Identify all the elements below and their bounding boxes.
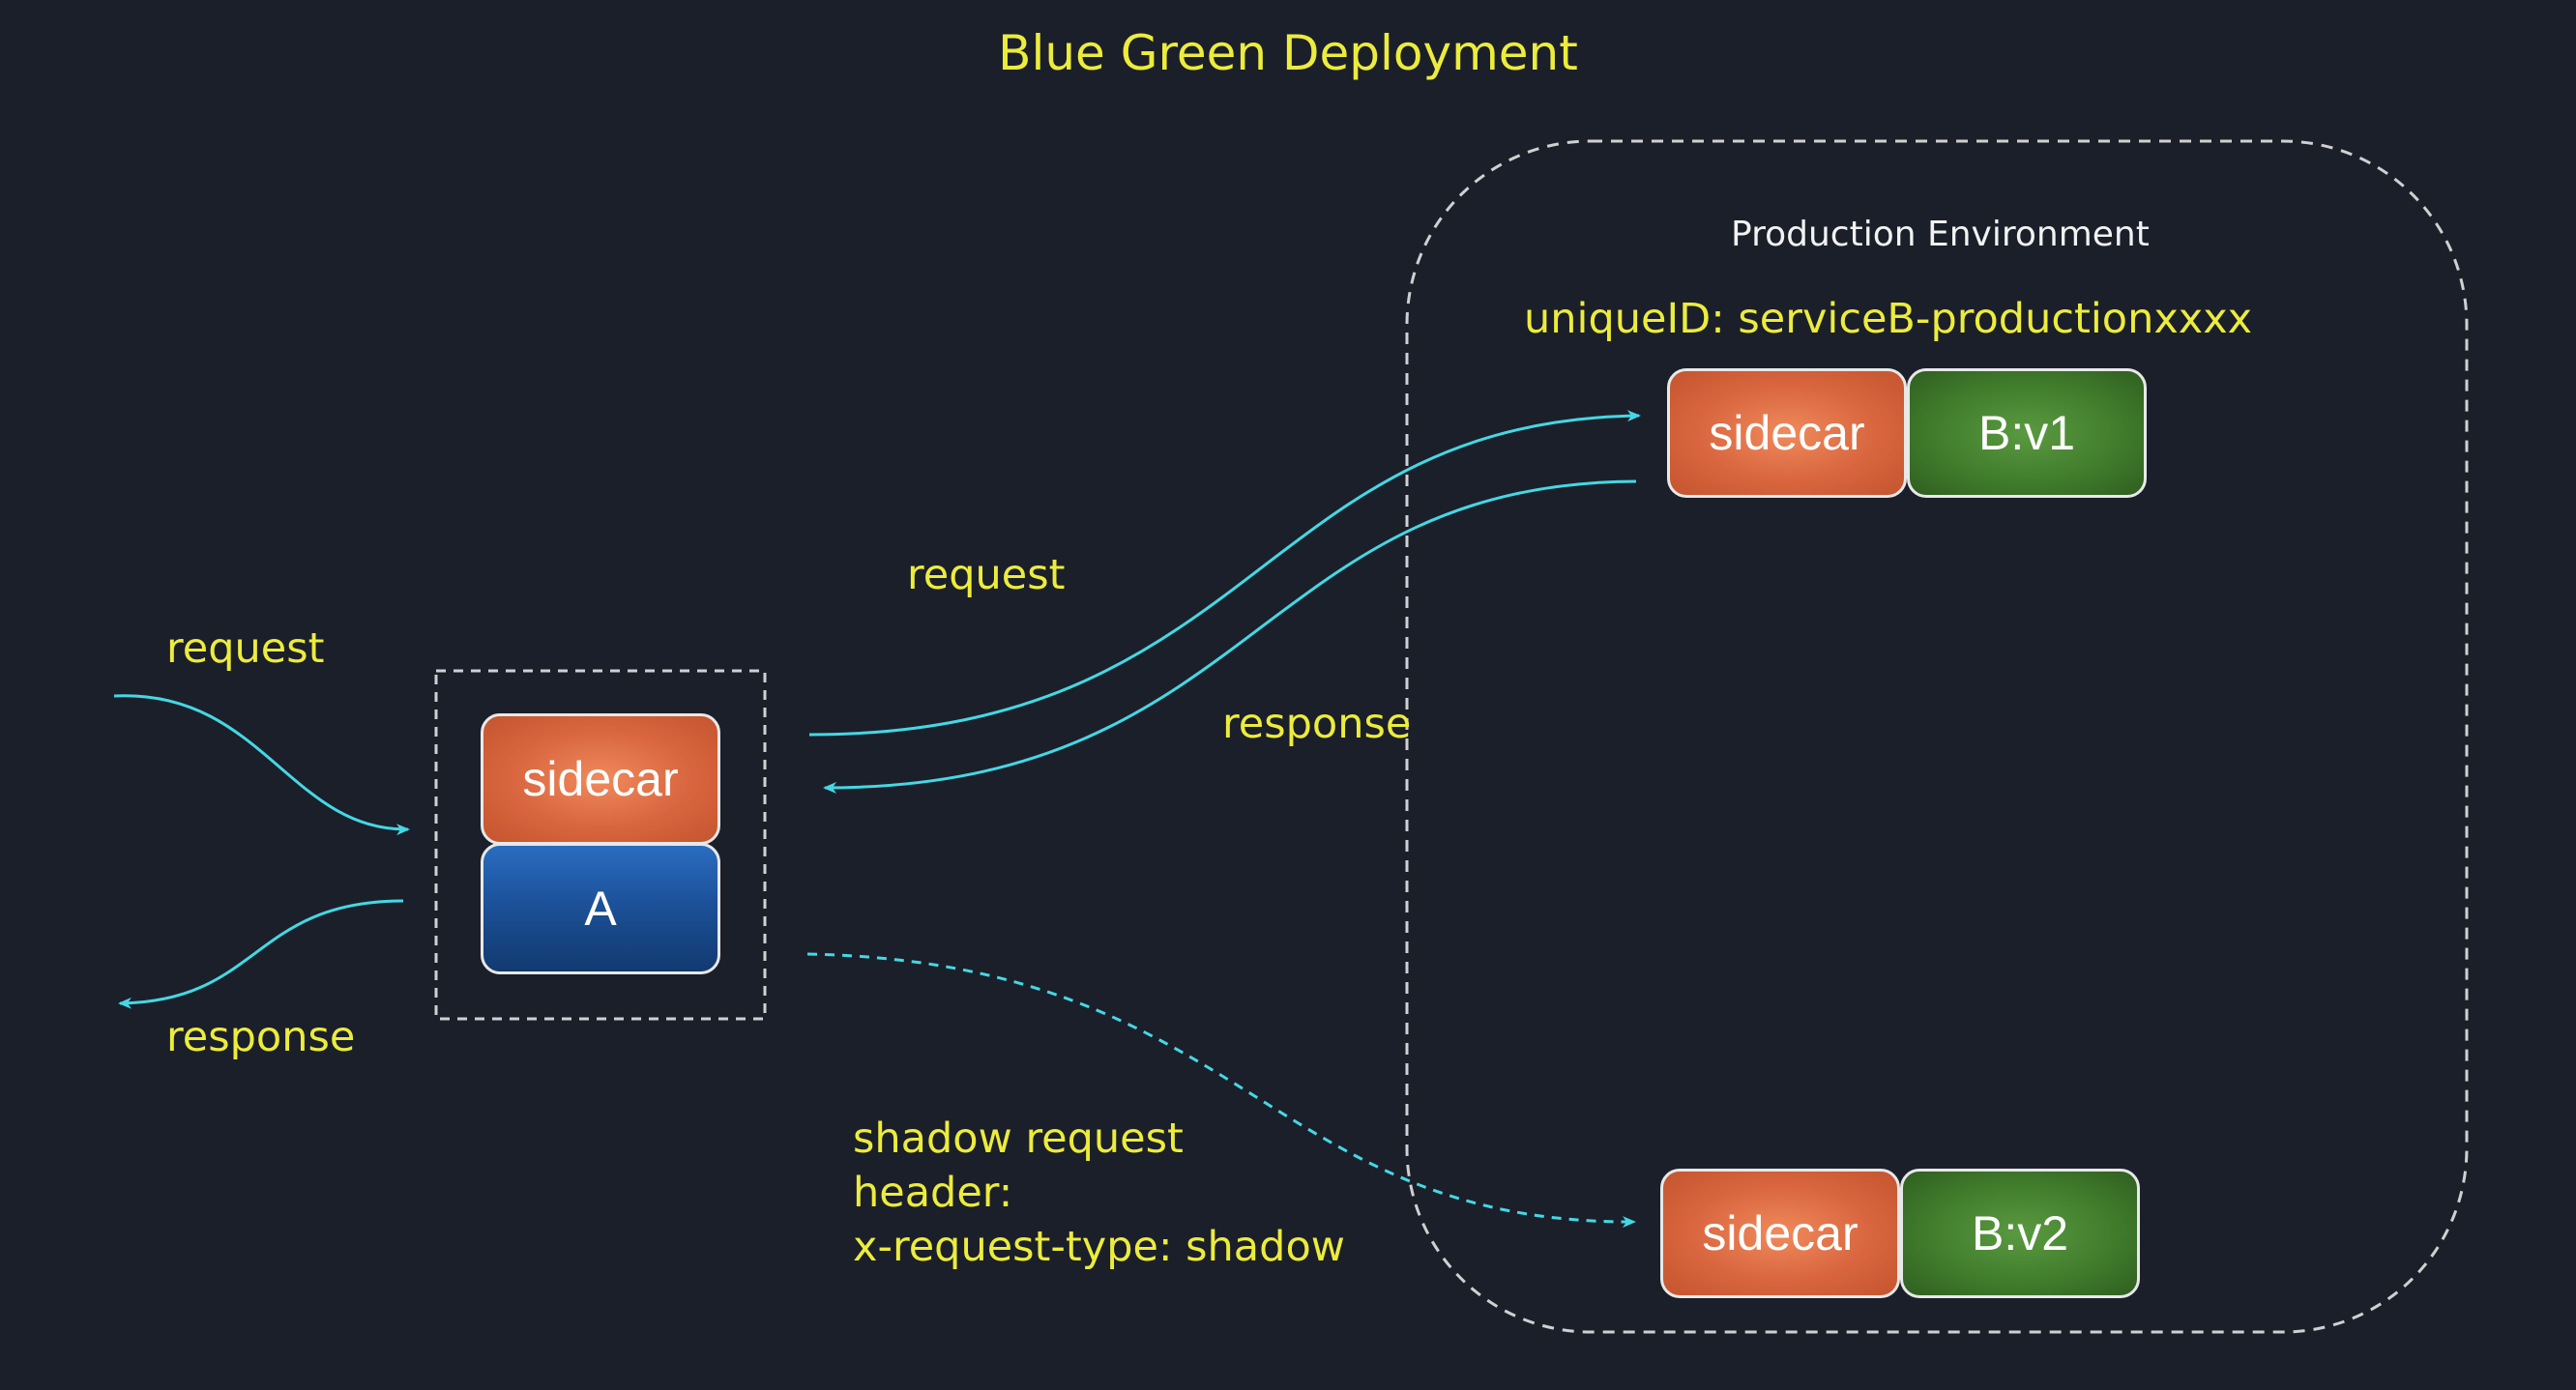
production-environment-label: Production Environment <box>1731 215 2150 254</box>
diagram-title: Blue Green Deployment <box>998 25 1578 81</box>
service-b1-sidecar-node[interactable]: sidecar <box>1667 368 1907 498</box>
production-environment-boundary <box>1405 139 2469 1334</box>
b1-to-a-response-label: response <box>1222 700 1412 748</box>
client-request-arrow <box>113 694 410 836</box>
service-a-label: A <box>584 882 617 936</box>
a-to-b1-request-arrow <box>808 410 1641 737</box>
service-b2-sidecar-label: sidecar <box>1702 1206 1859 1260</box>
service-a-node[interactable]: A <box>481 843 720 974</box>
service-b2-label: B:v2 <box>1971 1206 2069 1260</box>
service-b1-node[interactable]: B:v1 <box>1907 368 2147 498</box>
a-to-b1-request-label: request <box>907 551 1066 599</box>
shadow-request-line-2: header: <box>853 1169 1013 1217</box>
service-a-sidecar-node[interactable]: sidecar <box>481 713 720 845</box>
shadow-request-line-3: x-request-type: shadow <box>853 1223 1345 1271</box>
service-a-pod-boundary <box>434 669 767 1021</box>
shadow-request-line-1: shadow request <box>853 1115 1184 1163</box>
service-b1-label: B:v1 <box>1977 406 2076 460</box>
service-b1-sidecar-label: sidecar <box>1709 406 1865 460</box>
unique-id-label: uniqueID: serviceB-productionxxxx <box>1524 295 2253 343</box>
client-response-arrow <box>118 899 404 1009</box>
client-request-label: request <box>166 624 325 673</box>
shadow-request-arrow <box>806 952 1636 1229</box>
shadow-request-label: shadow request header: x-request-type: s… <box>853 1112 1345 1274</box>
service-b2-sidecar-node[interactable]: sidecar <box>1660 1169 1900 1298</box>
service-b2-node[interactable]: B:v2 <box>1900 1169 2140 1298</box>
b1-to-a-response-arrow <box>823 479 1637 794</box>
client-response-label: response <box>166 1013 356 1061</box>
service-a-sidecar-label: sidecar <box>522 752 679 806</box>
